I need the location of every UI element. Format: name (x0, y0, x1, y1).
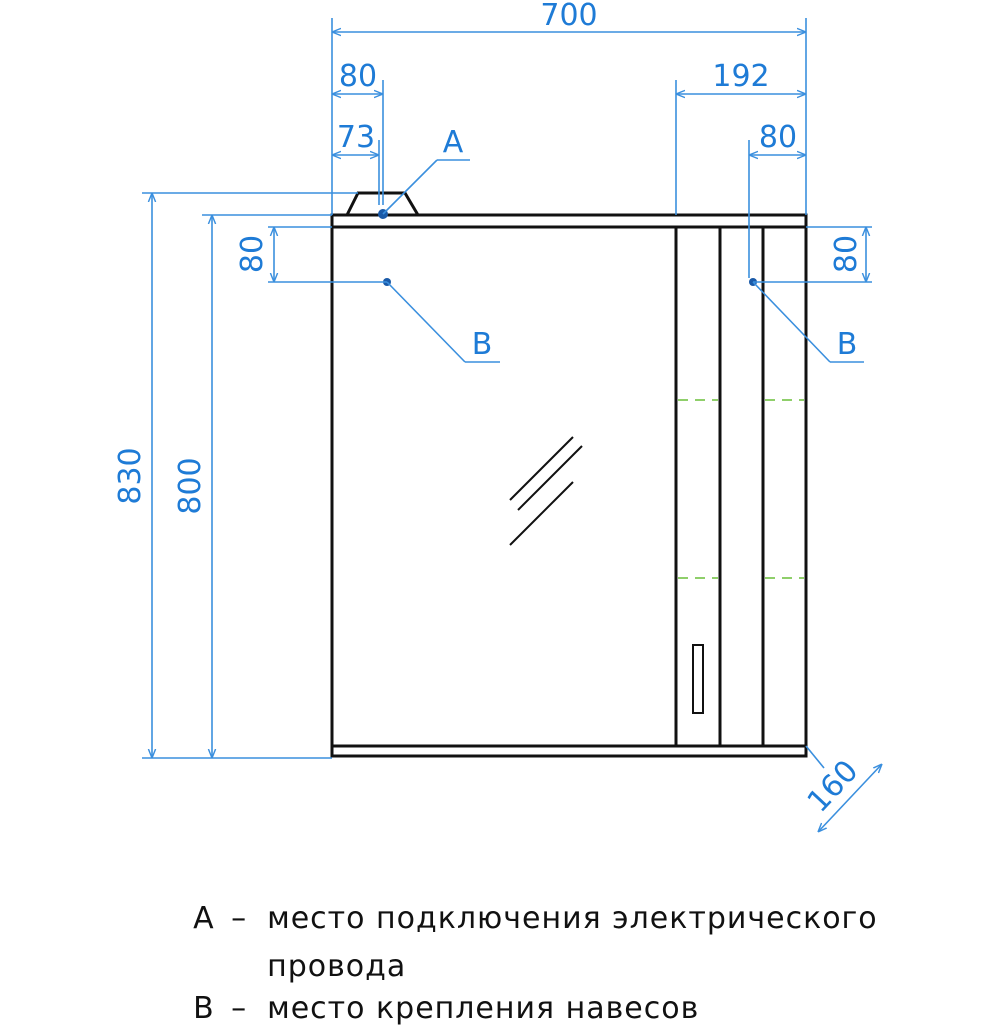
callout-b-right: B (837, 327, 858, 362)
cabinet-drawing: 700 80 73 192 80 830 800 80 (113, 0, 1000, 1000)
dim-right-offset: 80 (759, 120, 797, 155)
legend-text-b: место крепления навесов (267, 991, 700, 1026)
mirror-mark-3 (509, 481, 574, 546)
mirror-mark-1 (509, 436, 574, 501)
cabinet-outline (330, 191, 808, 758)
dim-right-section-width: 192 (712, 59, 769, 94)
legend-key-b: B (193, 991, 215, 1026)
top-board (330, 213, 808, 229)
dim-left-offset-outer: 80 (339, 59, 377, 94)
callouts: A B B (382, 125, 864, 363)
dim-depth: 160 (801, 754, 866, 820)
legend-sep-a: – (231, 901, 248, 936)
dim-body-height: 800 (173, 457, 208, 514)
dim-left-offset-inner: 73 (337, 120, 375, 155)
callout-a: A (443, 125, 464, 160)
legend-sep-b: – (231, 991, 248, 1026)
lamp-bracket (345, 191, 420, 216)
legend-line-a-cont: провода (246, 914, 406, 984)
dim-overall-width: 700 (540, 0, 597, 33)
dim-overall-height: 830 (113, 447, 148, 504)
door-handle (692, 644, 704, 714)
callout-b-left: B (472, 327, 493, 362)
legend-text-a: место подключения электрического (267, 901, 878, 936)
dim-left-hanger-drop: 80 (235, 235, 270, 273)
mirror-mark-2 (517, 445, 583, 511)
legend-key-a: A (193, 901, 215, 936)
dim-line-depth (818, 764, 882, 832)
dimension-lines: 700 80 73 192 80 830 800 80 (113, 0, 882, 832)
cabinet-body (330, 225, 808, 758)
legend-line-a: A–место подключения электрического (172, 866, 878, 936)
dim-right-hanger-drop: 80 (829, 235, 864, 273)
legend-line-b: B–место крепления навесов (172, 956, 699, 1026)
legend-text-a-cont: провода (267, 949, 407, 984)
